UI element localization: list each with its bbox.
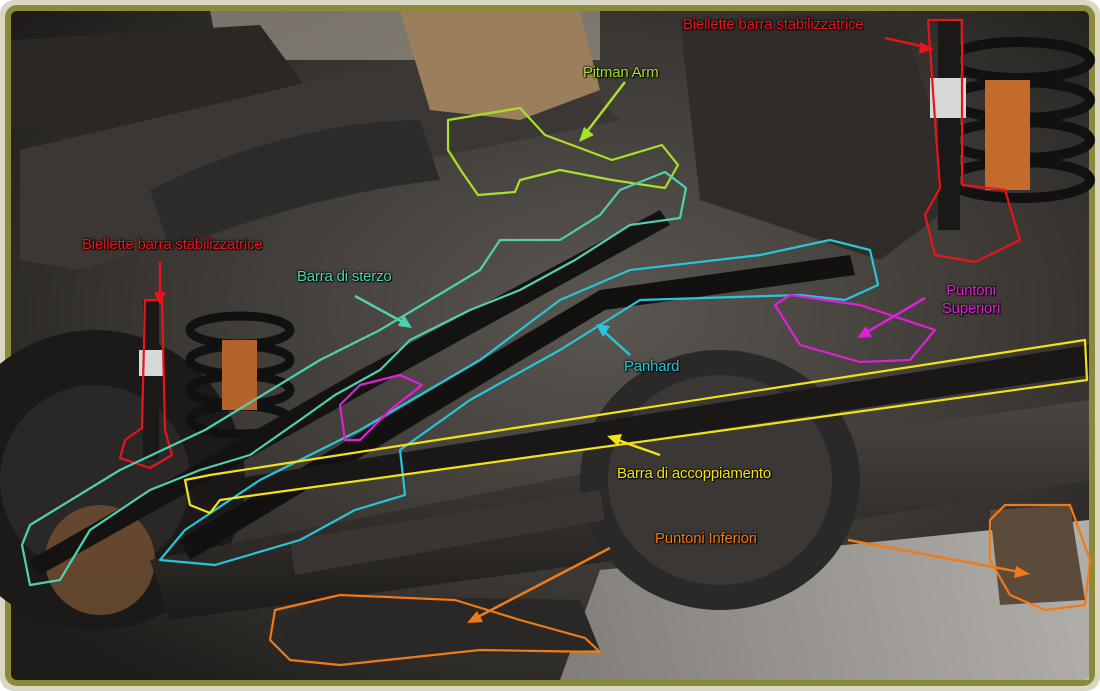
- arrow-left-stab-head: [154, 292, 166, 305]
- arrow-upper-struts: [861, 296, 926, 337]
- outline-lower-strut-left: [268, 593, 602, 667]
- outline-left-stab-link: [118, 298, 174, 470]
- arrow-lower-strut-right-head: [1014, 566, 1030, 578]
- label-stab-links-left: Biellette barra stabilizzatrice: [82, 236, 263, 253]
- arrow-right-stab-head: [919, 42, 934, 54]
- outline-tie-rod: [183, 338, 1089, 515]
- arrow-upper-struts-head: [857, 326, 872, 338]
- steering-boot: [150, 120, 440, 250]
- arrow-steering: [354, 294, 409, 327]
- arrow-pitman-head: [579, 127, 594, 142]
- label-stab-links-right: Biellette barra stabilizzatrice: [683, 16, 864, 33]
- gearbox-housing: [400, 11, 600, 120]
- steering-rod: [30, 210, 670, 575]
- label-lower-struts: Puntoni Inferiori: [655, 530, 757, 547]
- arrow-lower-strut-right: [847, 538, 1026, 575]
- right-stab-link: [938, 20, 960, 230]
- right-chassis: [680, 11, 960, 260]
- outline-steering-bar: [20, 170, 688, 587]
- label-steering-bar: Barra di sterzo: [297, 268, 392, 285]
- lower-strut-right: [990, 505, 1085, 605]
- label-upper-struts: Puntoni Superiori: [934, 282, 1008, 318]
- label-upper-struts-line1: Puntoni: [946, 282, 996, 299]
- left-shock-orange: [222, 340, 257, 410]
- arrow-tie-rod: [611, 436, 661, 457]
- outline-lower-strut-right: [988, 503, 1092, 612]
- outline-right-stab-link: [923, 18, 1022, 264]
- outline-panhard: [158, 238, 880, 567]
- arrow-steering-head: [398, 315, 412, 328]
- outline-upper-strut-right: [773, 293, 937, 364]
- arrow-tie-rod-head: [607, 434, 622, 446]
- label-panhard: Panhard: [624, 358, 680, 375]
- arrow-pitman: [581, 81, 626, 139]
- right-stab-link-label: [930, 78, 966, 118]
- arrow-lower-strut-left-head: [467, 611, 483, 623]
- right-shock-orange: [985, 80, 1030, 190]
- label-upper-struts-line2: Superiori: [941, 300, 1001, 317]
- outline-upper-strut-left: [338, 373, 424, 442]
- label-pitman-arm: Pitman Arm: [583, 64, 659, 81]
- arrow-lower-strut-left: [471, 546, 611, 622]
- drive-shaft: [290, 490, 605, 575]
- tie-rod: [195, 345, 1089, 505]
- left-stab-link: [143, 300, 159, 460]
- lower-strut: [275, 595, 600, 660]
- label-tie-rod: Barra di accoppiamento: [617, 465, 772, 482]
- photo-content: [0, 11, 1095, 680]
- outline-pitman-arm: [446, 106, 680, 197]
- left-wheel-hub: [45, 505, 155, 615]
- arrow-panhard-head: [596, 324, 610, 337]
